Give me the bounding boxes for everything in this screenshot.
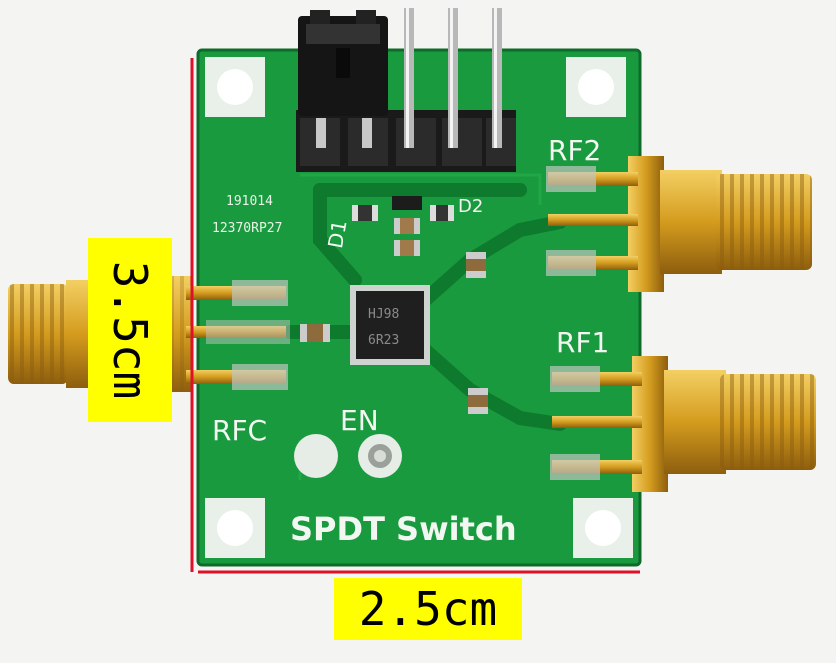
smd-components (300, 196, 488, 414)
label-rfc: RFC (212, 414, 267, 447)
label-rf2: RF2 (548, 134, 601, 167)
mounting-holes (205, 57, 633, 558)
label-en: EN (340, 404, 379, 437)
label-rf1: RF1 (556, 326, 609, 359)
chip-marking-1: HJ98 (368, 307, 399, 322)
jumper-cap (298, 10, 388, 116)
sma-connector-rf2 (546, 156, 812, 292)
en-pad (294, 434, 402, 478)
width-dimension-text: 2.5cm (358, 582, 498, 636)
height-dimension-label: 3.5cm (88, 238, 172, 422)
height-dimension-text: 3.5cm (103, 260, 158, 400)
date-code: 191014 (226, 194, 273, 209)
switch-ic: HJ98 6R23 (350, 285, 430, 365)
label-d1: D1 (323, 218, 352, 250)
sma-connector-rf1 (550, 356, 816, 492)
part-code: 12370RP27 (212, 221, 282, 236)
chip-marking-2: 6R23 (368, 333, 399, 348)
pin-header (296, 8, 516, 172)
width-dimension-label: 2.5cm (334, 578, 522, 640)
board-title: SPDT Switch (290, 510, 517, 548)
dimension-lines (190, 58, 640, 574)
label-d2: D2 (458, 196, 483, 217)
